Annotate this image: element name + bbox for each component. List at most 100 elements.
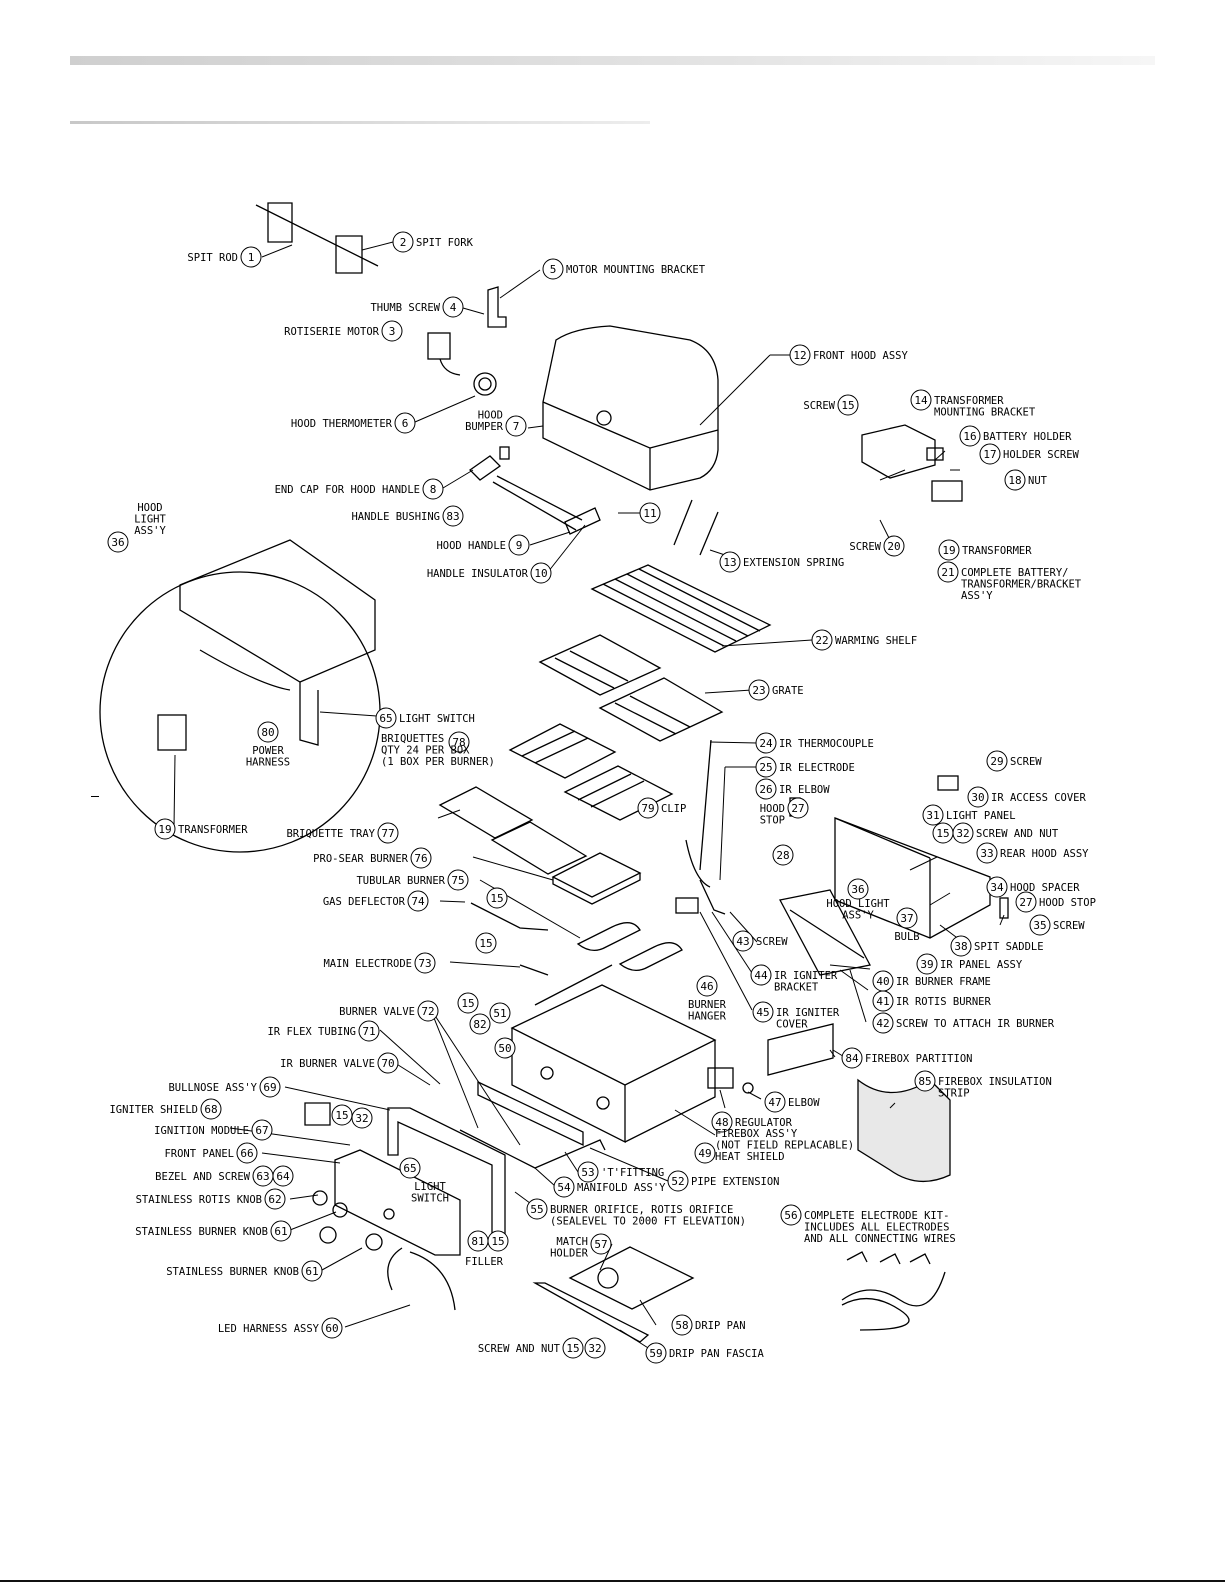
callout-circle xyxy=(667,1170,689,1192)
callout-p19b: 19 TRANSFORMER xyxy=(154,818,248,840)
regulator-drawing xyxy=(707,1067,754,1094)
part-number: 52 xyxy=(671,1175,684,1188)
callout-circle xyxy=(508,534,530,556)
callout-p15g: 15 xyxy=(487,1230,509,1252)
part-label: BRACKET xyxy=(774,982,819,994)
part-number: 8 xyxy=(430,483,437,496)
part-label: FIREBOX ASS'Y xyxy=(715,1128,798,1140)
part-label: ELBOW xyxy=(788,1097,820,1109)
callout-circle xyxy=(240,246,262,268)
bullnose-drawing xyxy=(387,1107,506,1241)
rotisserie-motor-drawing xyxy=(427,332,461,376)
part-label: GAS DEFLECTOR xyxy=(323,896,406,908)
part-label: STAINLESS BURNER KNOB xyxy=(135,1226,268,1238)
callout-circle xyxy=(732,930,754,952)
ir-igniter-drawing xyxy=(675,739,726,915)
part-label: ASS'Y xyxy=(842,910,874,922)
part-label: IR FLEX TUBING xyxy=(267,1026,356,1038)
callout-circle xyxy=(200,1098,222,1120)
part-number: 83 xyxy=(446,510,459,523)
callout-circle xyxy=(448,731,470,753)
callout-p47: 47 ELBOW xyxy=(764,1091,820,1113)
part-drawings xyxy=(99,202,1009,1343)
part-label: (NOT FIELD REPLACABLE) xyxy=(715,1140,854,1152)
part-number: 38 xyxy=(954,940,967,953)
part-label: DRIP PAN FASCIA xyxy=(669,1348,765,1360)
part-number: 61 xyxy=(305,1265,318,1278)
callout-circle xyxy=(264,1188,286,1210)
callout-circle xyxy=(154,818,176,840)
part-label: IGNITER SHIELD xyxy=(109,1104,198,1116)
part-label: TRANSFORMER xyxy=(178,824,248,836)
part-number: 1 xyxy=(248,251,255,264)
part-number: 15 xyxy=(490,892,503,905)
drip-pan-drawing xyxy=(568,1246,695,1310)
callout-circle xyxy=(755,756,777,778)
part-label: HOOD LIGHT xyxy=(826,898,890,910)
part-number: 15 xyxy=(335,1109,348,1122)
warming-shelf-drawing xyxy=(590,564,772,653)
part-label: POWER xyxy=(252,745,284,757)
part-number: 11 xyxy=(643,507,656,520)
part-label: BRIQUETTES xyxy=(381,733,444,745)
part-label: THUMB SCREW xyxy=(370,302,440,314)
part-label: LIGHT SWITCH xyxy=(399,713,475,725)
part-number: 78 xyxy=(452,736,465,749)
callout-circle xyxy=(872,1012,894,1034)
part-label: REAR HOOD ASSY xyxy=(1000,848,1089,860)
callout-circle xyxy=(375,707,397,729)
callout-circle xyxy=(526,1198,548,1220)
part-number: 64 xyxy=(276,1170,290,1183)
callout-circle xyxy=(257,721,279,743)
part-number: 20 xyxy=(887,540,900,553)
briquette-tray-drawing xyxy=(438,786,588,875)
callout-circle xyxy=(711,1111,733,1133)
callout-circle xyxy=(422,478,444,500)
part-label: MAIN ELECTRODE xyxy=(323,958,412,970)
callout-circle xyxy=(914,1070,936,1092)
callout-circle xyxy=(986,750,1008,772)
part-number: 80 xyxy=(261,726,274,739)
part-number: 19 xyxy=(158,823,171,836)
callout-circle xyxy=(837,394,859,416)
part-number: 47 xyxy=(768,1096,781,1109)
part-label: IR THERMOCOUPLE xyxy=(779,738,874,750)
heat-shield-drawing xyxy=(477,1080,584,1147)
part-label: IR IGNITER xyxy=(774,970,838,982)
part-label: FRONT HOOD ASSY xyxy=(813,350,909,362)
part-number: 51 xyxy=(493,1007,506,1020)
part-label: INCLUDES ALL ELECTRODES xyxy=(804,1222,949,1234)
motor-bracket-drawing xyxy=(487,286,507,328)
callout-circle xyxy=(811,629,833,651)
part-label: SCREW xyxy=(803,400,835,412)
part-label: SCREW xyxy=(756,936,788,948)
part-label: PRO-SEAR BURNER xyxy=(313,853,409,865)
part-number: 16 xyxy=(963,430,976,443)
part-number: 69 xyxy=(263,1081,276,1094)
